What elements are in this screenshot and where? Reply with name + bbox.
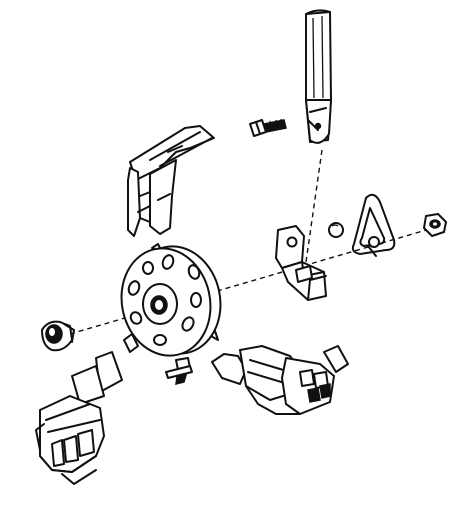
left-housing-part [35, 351, 123, 485]
screw-top-part [249, 118, 287, 137]
rotor-disc-part [120, 243, 222, 357]
clamp-block-part [275, 225, 327, 301]
rod-part [305, 9, 332, 144]
upper-bracket-part [127, 125, 215, 237]
right-housing-part [211, 345, 349, 415]
wire-clip-part [351, 193, 396, 257]
vertical-assembly-axis [305, 149, 323, 263]
ball-part [328, 222, 344, 238]
ball-highlight [331, 224, 339, 227]
nut-part [423, 213, 447, 237]
screw-bottom-part [165, 357, 193, 385]
knob-part [41, 320, 75, 352]
